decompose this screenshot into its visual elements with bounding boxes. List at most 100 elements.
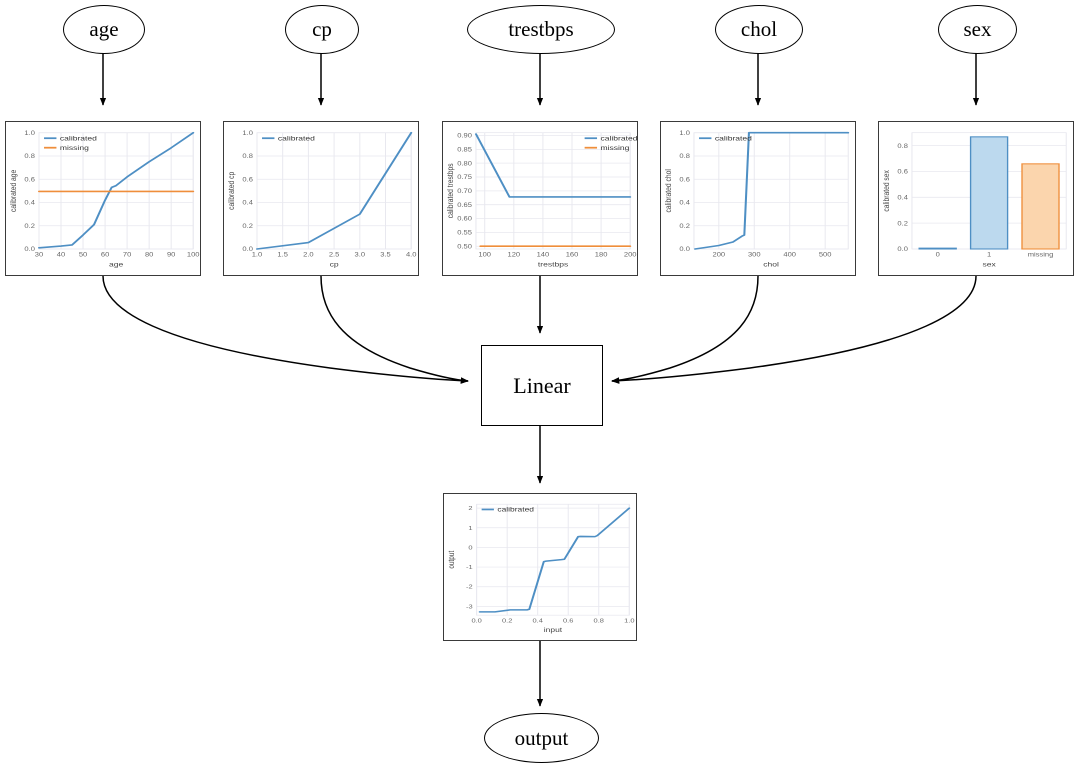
svg-text:0.2: 0.2 bbox=[24, 223, 35, 229]
edge-cholplot-to-linear bbox=[611, 275, 759, 384]
svg-text:trestbps: trestbps bbox=[538, 260, 568, 268]
svg-text:0.6: 0.6 bbox=[679, 177, 690, 183]
node-age-label: age bbox=[89, 17, 119, 41]
svg-text:0.85: 0.85 bbox=[457, 147, 472, 153]
svg-text:60: 60 bbox=[101, 252, 110, 258]
svg-text:0: 0 bbox=[936, 252, 940, 258]
svg-text:2.5: 2.5 bbox=[329, 252, 340, 258]
svg-text:age: age bbox=[109, 260, 123, 268]
svg-text:200: 200 bbox=[713, 252, 726, 258]
svg-text:0.4: 0.4 bbox=[532, 618, 543, 624]
svg-text:0.8: 0.8 bbox=[594, 618, 605, 624]
svg-text:120: 120 bbox=[508, 252, 521, 258]
svg-text:3.0: 3.0 bbox=[355, 252, 366, 258]
svg-text:2: 2 bbox=[468, 506, 473, 512]
svg-text:4.0: 4.0 bbox=[406, 252, 417, 258]
svg-text:180: 180 bbox=[595, 252, 608, 258]
node-age[interactable]: age bbox=[63, 5, 145, 54]
node-sex[interactable]: sex bbox=[938, 5, 1017, 54]
svg-text:1: 1 bbox=[987, 252, 991, 258]
svg-text:0.6: 0.6 bbox=[563, 618, 574, 624]
node-output-label: output bbox=[514, 725, 569, 750]
svg-text:output: output bbox=[446, 550, 456, 569]
svg-text:100: 100 bbox=[478, 252, 491, 258]
svg-text:160: 160 bbox=[566, 252, 579, 258]
svg-text:sex: sex bbox=[982, 260, 995, 268]
svg-text:0.2: 0.2 bbox=[242, 223, 253, 229]
plot-panel-sex[interactable]: 0.0 0.2 0.4 0.6 0.8 0 1 missing sex calibrated se… bbox=[878, 121, 1074, 276]
svg-text:0.55: 0.55 bbox=[457, 230, 472, 236]
svg-text:1.0: 1.0 bbox=[624, 618, 635, 624]
svg-text:0.2: 0.2 bbox=[679, 223, 690, 229]
svg-text:calibrated sex: calibrated sex bbox=[881, 170, 891, 212]
svg-text:calibrated cp: calibrated cp bbox=[226, 172, 236, 210]
svg-text:0.0: 0.0 bbox=[24, 247, 35, 253]
svg-text:100: 100 bbox=[187, 252, 200, 258]
node-cp-label: cp bbox=[312, 17, 332, 41]
svg-text:0.75: 0.75 bbox=[457, 175, 472, 181]
plot-sex: 0.0 0.2 0.4 0.6 0.8 0 1 missing sex calibrated se… bbox=[879, 122, 1073, 275]
svg-text:0.0: 0.0 bbox=[897, 247, 908, 253]
svg-text:0.6: 0.6 bbox=[242, 177, 253, 183]
svg-text:200: 200 bbox=[624, 252, 637, 258]
svg-text:missing: missing bbox=[1028, 252, 1054, 258]
svg-text:0.80: 0.80 bbox=[457, 161, 472, 167]
svg-text:0.8: 0.8 bbox=[897, 143, 908, 149]
svg-text:140: 140 bbox=[537, 252, 550, 258]
svg-text:-2: -2 bbox=[466, 584, 473, 590]
svg-text:chol: chol bbox=[763, 260, 779, 268]
svg-text:calibrated: calibrated bbox=[60, 134, 97, 142]
svg-text:70: 70 bbox=[123, 252, 132, 258]
svg-text:missing: missing bbox=[60, 144, 89, 152]
svg-text:1: 1 bbox=[468, 526, 473, 532]
node-sex-label: sex bbox=[963, 17, 992, 41]
svg-text:0.8: 0.8 bbox=[242, 154, 253, 160]
svg-text:0.50: 0.50 bbox=[457, 244, 472, 250]
svg-text:1.0: 1.0 bbox=[242, 130, 253, 136]
svg-text:1.0: 1.0 bbox=[24, 130, 35, 136]
svg-text:300: 300 bbox=[748, 252, 761, 258]
svg-text:0.4: 0.4 bbox=[897, 195, 908, 201]
svg-text:calibrated trestbps: calibrated trestbps bbox=[445, 163, 455, 218]
node-cp[interactable]: cp bbox=[285, 5, 359, 54]
edge-cpplot-to-linear bbox=[320, 275, 469, 384]
svg-text:0.70: 0.70 bbox=[457, 189, 472, 195]
svg-text:2.0: 2.0 bbox=[303, 252, 314, 258]
svg-text:0.0: 0.0 bbox=[471, 618, 482, 624]
svg-text:calibrated: calibrated bbox=[497, 506, 534, 514]
svg-text:0.90: 0.90 bbox=[457, 133, 472, 139]
svg-text:calibrated age: calibrated age bbox=[8, 170, 18, 212]
svg-text:0.6: 0.6 bbox=[24, 177, 35, 183]
svg-text:50: 50 bbox=[79, 252, 88, 258]
svg-text:0: 0 bbox=[468, 545, 473, 551]
svg-text:missing: missing bbox=[601, 144, 630, 152]
node-output[interactable]: output bbox=[484, 713, 599, 763]
svg-text:0.4: 0.4 bbox=[679, 200, 690, 206]
node-trestbps[interactable]: trestbps bbox=[467, 5, 615, 54]
node-linear[interactable]: Linear bbox=[481, 345, 603, 426]
svg-text:30: 30 bbox=[35, 252, 44, 258]
svg-text:400: 400 bbox=[783, 252, 796, 258]
svg-text:-1: -1 bbox=[466, 565, 473, 571]
node-chol[interactable]: chol bbox=[715, 5, 803, 54]
svg-text:0.0: 0.0 bbox=[242, 247, 253, 253]
svg-text:input: input bbox=[544, 626, 563, 634]
node-trestbps-label: trestbps bbox=[508, 17, 574, 41]
svg-text:calibrated: calibrated bbox=[601, 134, 637, 142]
svg-text:0.4: 0.4 bbox=[24, 200, 35, 206]
svg-text:1.5: 1.5 bbox=[277, 252, 288, 258]
svg-text:3.5: 3.5 bbox=[380, 252, 391, 258]
svg-text:calibrated: calibrated bbox=[278, 134, 315, 142]
svg-text:0.0: 0.0 bbox=[679, 247, 690, 253]
svg-text:0.6: 0.6 bbox=[897, 169, 908, 175]
svg-text:0.2: 0.2 bbox=[897, 221, 908, 227]
